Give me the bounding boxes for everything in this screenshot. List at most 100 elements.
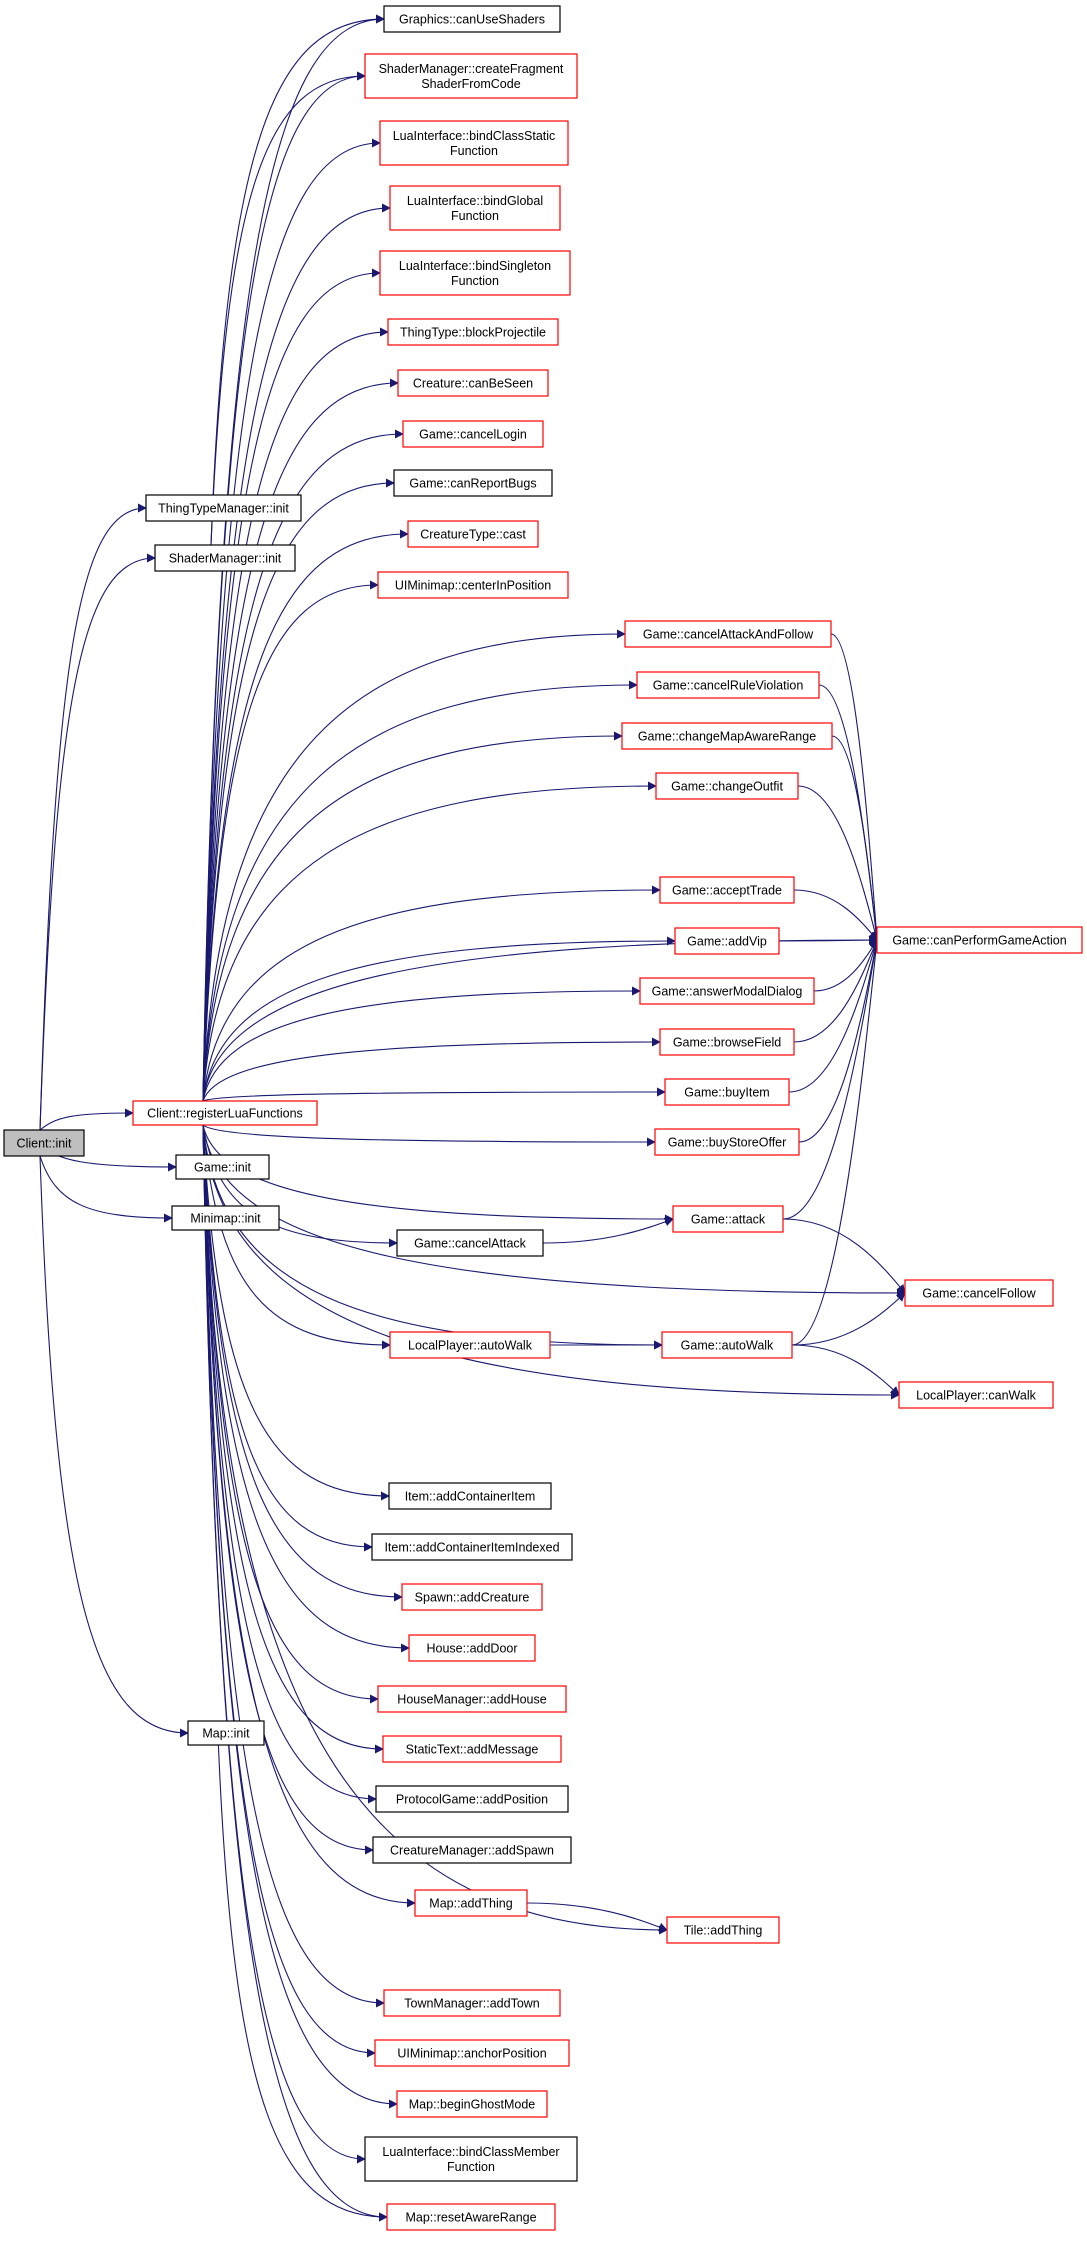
node-change-map-aware[interactable]: Game::changeMapAwareRange <box>621 722 833 750</box>
edge-attack-to-cancel_follow <box>782 1218 906 1294</box>
node-box <box>377 1685 567 1713</box>
node-label: Function <box>451 274 499 288</box>
edge-register-to-can_walk <box>202 1124 900 1400</box>
node-add-container-item-indexed[interactable]: Item::addContainerItemIndexed <box>371 1533 573 1561</box>
node-add-door[interactable]: House::addDoor <box>408 1634 536 1662</box>
edge-register-to-can_be_seen <box>202 378 399 1102</box>
node-thingtypemanager-init[interactable]: ThingTypeManager::init <box>145 494 302 522</box>
node-anchor-position[interactable]: UIMinimap::anchorPosition <box>374 2039 570 2067</box>
edge-auto_walk-to-can_walk <box>791 1344 900 1396</box>
node-label: UIMinimap::centerInPosition <box>395 579 551 593</box>
node-label: ThingType::blockProjectile <box>400 326 546 340</box>
node-label: Client::registerLuaFunctions <box>147 1107 303 1121</box>
node-attack[interactable]: Game::attack <box>672 1205 784 1233</box>
edge-answer_modal-to-can_perform <box>813 939 878 992</box>
node-box <box>382 1735 562 1763</box>
node-buy-item[interactable]: Game::buyItem <box>664 1078 790 1106</box>
node-change-outfit[interactable]: Game::changeOutfit <box>655 772 799 800</box>
edge-register-to-center_in_position <box>202 580 379 1102</box>
node-label: Spawn::addCreature <box>415 1591 530 1605</box>
node-can-perform[interactable]: Game::canPerformGameAction <box>876 926 1083 954</box>
node-shadermanager-init[interactable]: ShaderManager::init <box>154 544 296 572</box>
node-box <box>3 1129 85 1157</box>
node-map-add-thing[interactable]: Map::addThing <box>414 1889 528 1917</box>
node-minimap-init[interactable]: Minimap::init <box>171 1205 280 1231</box>
node-box <box>377 571 569 599</box>
edge-register-to-lp_auto_walk <box>202 1124 391 1350</box>
edge-browse_field-to-can_perform <box>793 939 879 1043</box>
edge-accept_trade-to-can_perform <box>793 889 878 941</box>
node-add-position[interactable]: ProtocolGame::addPosition <box>375 1785 569 1813</box>
node-add-house[interactable]: HouseManager::addHouse <box>377 1685 567 1713</box>
node-can-report-bugs[interactable]: Game::canReportBugs <box>393 469 553 497</box>
node-can-walk[interactable]: LocalPlayer::canWalk <box>898 1381 1054 1409</box>
node-create-fragment[interactable]: ShaderManager::createFragmentShaderFromC… <box>364 53 578 99</box>
node-box <box>636 671 820 699</box>
node-add-creature[interactable]: Spawn::addCreature <box>401 1583 543 1611</box>
node-center-in-position[interactable]: UIMinimap::centerInPosition <box>377 571 569 599</box>
edge-register-to-cancel_login <box>202 429 404 1102</box>
node-map-init[interactable]: Map::init <box>187 1720 265 1746</box>
node-game-init[interactable]: Game::init <box>175 1154 270 1180</box>
node-register[interactable]: Client::registerLuaFunctions <box>132 1100 318 1126</box>
node-answer-modal[interactable]: Game::answerModalDialog <box>639 977 815 1005</box>
edge-register-to-accept_trade <box>202 885 661 1102</box>
node-add-town[interactable]: TownManager::addTown <box>383 1989 561 2017</box>
edge-auto_walk-to-cancel_follow <box>791 1292 906 1346</box>
node-cancel-attack-follow[interactable]: Game::cancelAttackAndFollow <box>624 620 832 648</box>
node-tile-add-thing[interactable]: Tile::addThing <box>666 1916 780 1944</box>
node-box <box>664 1078 790 1106</box>
edge-register-to-change_outfit <box>202 781 657 1102</box>
node-add-spawn[interactable]: CreatureManager::addSpawn <box>372 1836 572 1864</box>
node-label: Game::cancelAttack <box>414 1237 527 1251</box>
node-reset-aware-range[interactable]: Map::resetAwareRange <box>386 2203 556 2231</box>
node-box <box>154 544 296 572</box>
node-can-use-shaders[interactable]: Graphics::canUseShaders <box>383 5 561 33</box>
node-cancel-rule-violation[interactable]: Game::cancelRuleViolation <box>636 671 820 699</box>
node-cast[interactable]: CreatureType::cast <box>407 520 539 548</box>
node-label: Game::answerModalDialog <box>652 985 803 999</box>
node-block-projectile[interactable]: ThingType::blockProjectile <box>387 318 559 346</box>
node-browse-field[interactable]: Game::browseField <box>659 1028 795 1056</box>
node-cancel-follow[interactable]: Game::cancelFollow <box>904 1279 1054 1307</box>
node-box <box>898 1381 1054 1409</box>
node-can-be-seen[interactable]: Creature::canBeSeen <box>397 369 549 397</box>
edge-register-to-add_creature <box>202 1124 403 1602</box>
node-add-container-item[interactable]: Item::addContainerItem <box>388 1482 552 1510</box>
node-add-message[interactable]: StaticText::addMessage <box>382 1735 562 1763</box>
node-add-vip[interactable]: Game::addVip <box>674 927 780 955</box>
node-box <box>371 1533 573 1561</box>
node-box <box>661 1331 793 1359</box>
node-label: Game::acceptTrade <box>672 884 782 898</box>
node-box <box>654 1128 800 1156</box>
node-client-init[interactable]: Client::init <box>3 1129 85 1157</box>
node-box <box>401 1583 543 1611</box>
node-label: Game::buyStoreOffer <box>668 1136 787 1150</box>
node-label: ShaderManager::createFragment <box>379 62 564 76</box>
edge-register-to-add_vip <box>202 936 676 1102</box>
node-cancel-login[interactable]: Game::cancelLogin <box>402 420 544 448</box>
node-box <box>171 1205 280 1231</box>
node-lp-auto-walk[interactable]: LocalPlayer::autoWalk <box>389 1331 551 1359</box>
node-label: ProtocolGame::addPosition <box>396 1793 548 1807</box>
node-label: CreatureManager::addSpawn <box>390 1844 554 1858</box>
node-label: CreatureType::cast <box>420 528 526 542</box>
edge-change_outfit-to-can_perform <box>797 785 880 941</box>
node-accept-trade[interactable]: Game::acceptTrade <box>659 876 795 904</box>
node-cancel-attack[interactable]: Game::cancelAttack <box>396 1229 544 1257</box>
edge-register-to-create_fragment <box>202 71 366 1102</box>
node-begin-ghost[interactable]: Map::beginGhostMode <box>396 2090 548 2118</box>
node-box <box>639 977 815 1005</box>
node-auto-walk[interactable]: Game::autoWalk <box>661 1331 793 1359</box>
node-box <box>621 722 833 750</box>
node-box <box>386 2203 556 2231</box>
node-box <box>383 5 561 33</box>
edge-register-to-add_message <box>202 1124 384 1754</box>
edge-register-to-begin_ghost <box>202 1124 398 2109</box>
node-buy-store-offer[interactable]: Game::buyStoreOffer <box>654 1128 800 1156</box>
